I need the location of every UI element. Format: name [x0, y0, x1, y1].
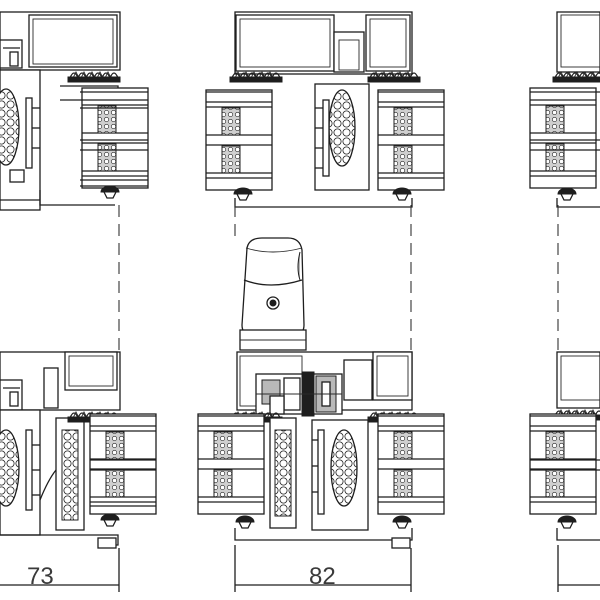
right-top-section	[529, 11, 600, 208]
center-top-section	[205, 11, 445, 208]
dimension-label-left: 73	[27, 563, 54, 590]
left-bottom-section	[0, 351, 157, 549]
right-bottom-section	[529, 351, 600, 541]
left-top-section	[0, 11, 149, 211]
window-handle	[239, 237, 307, 351]
dimension-label-center: 82	[309, 563, 336, 590]
dimension-lines	[0, 545, 600, 592]
center-bottom-section	[197, 351, 445, 549]
dashed-centerlines	[118, 205, 559, 352]
